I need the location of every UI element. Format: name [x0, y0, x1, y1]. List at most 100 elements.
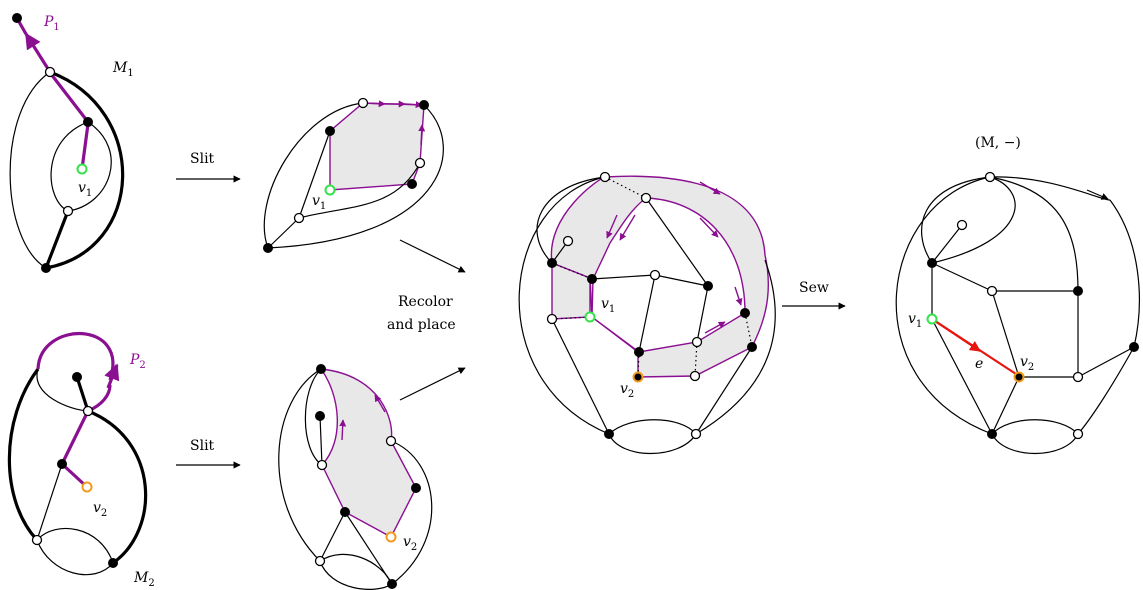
result-v1-label: v1 — [908, 311, 922, 330]
result-black-arrow — [1086, 189, 1109, 200]
combined-dotted-edge — [744, 312, 753, 348]
m1-path-segment-2 — [49, 73, 90, 123]
result-bottom-arc — [991, 419, 1079, 435]
combined-edge — [551, 318, 610, 435]
slit-m2-vertex — [387, 579, 397, 589]
combined-arrow — [606, 214, 618, 239]
combined-arrow — [704, 321, 726, 334]
slit-bottom-label: Slit — [190, 438, 215, 454]
m2-path-arrow — [104, 363, 120, 389]
result-inner-arc — [920, 176, 991, 264]
result-vertex — [1072, 428, 1084, 440]
slit-m1-vertex — [325, 126, 335, 136]
slit-m2-arrow — [339, 419, 347, 441]
result-title: (M, −) — [975, 135, 1021, 151]
result-stub — [931, 224, 963, 264]
combined-arrow — [734, 286, 743, 306]
combined-edge — [696, 285, 709, 343]
slit-map-m2: v2 — [278, 364, 433, 590]
slit-m1-arrow — [418, 124, 426, 146]
m1-thick-right-edge — [45, 70, 125, 270]
m1-outer-left-edge — [9, 71, 51, 269]
m2-vertex — [31, 534, 43, 546]
combined-vertex-v1 — [584, 311, 596, 323]
m2-thick-left-edge — [7, 368, 40, 542]
combined-vertex — [703, 281, 713, 291]
combined-vertex — [599, 171, 611, 183]
m1-inner-left-edge — [50, 121, 89, 212]
m2-thick-stub — [75, 376, 90, 412]
slit-m2-vertex — [411, 483, 421, 493]
sew-label: Sew — [799, 280, 829, 296]
new-edge-e-arrow — [931, 318, 981, 352]
m2-thick-right-edge — [87, 409, 148, 565]
slit-m2-shaded-face — [319, 368, 417, 538]
combined-edge — [645, 197, 709, 287]
combined-edge — [695, 346, 753, 435]
recolor-arrow-bottom — [399, 367, 466, 401]
map-m1: P1 M1 v1 — [9, 13, 134, 273]
slit-m2-inner-left — [304, 368, 323, 466]
result-edge — [991, 376, 1020, 435]
slit-top-label: Slit — [190, 151, 215, 167]
combined-outer-left — [518, 176, 610, 435]
combined-vertex — [547, 258, 557, 268]
m2-vertex — [72, 372, 82, 382]
result-vertex — [956, 219, 968, 231]
m1-vertex-v1 — [76, 163, 88, 175]
slit-map-m1: v1 — [263, 97, 444, 253]
slit-m1-vertex — [293, 212, 305, 224]
slit-m2-vertex-v2 — [385, 531, 397, 543]
m2-vertex — [57, 459, 67, 469]
result-vertex-v1 — [926, 313, 938, 325]
combined-arrow — [699, 181, 721, 195]
slit-m2-outer-left — [278, 368, 322, 562]
slit-m2-bottom-arc — [319, 553, 393, 585]
result-vertex — [1129, 342, 1139, 352]
m1-vertex — [83, 117, 93, 127]
result-edge — [931, 318, 993, 435]
slit-m2-stub — [319, 415, 323, 466]
m2-vertex-v2 — [81, 481, 93, 493]
slit-m1-vertex-v1 — [324, 184, 336, 196]
slit-m2-outer-right — [390, 440, 433, 585]
result-vertex — [984, 171, 996, 183]
m1-label: M1 — [112, 60, 134, 79]
m2-vertex — [82, 405, 94, 417]
m1-vertex-root — [12, 13, 22, 23]
result-vertex-v2 — [1013, 371, 1025, 383]
result-vertex — [1073, 286, 1083, 296]
m2-path-segment — [60, 410, 90, 465]
combined-edge — [638, 274, 656, 353]
combined-edge — [654, 274, 709, 287]
m1-vertex — [41, 263, 51, 273]
combined-arrow — [699, 217, 719, 238]
combined-outer-inner-arc — [536, 176, 606, 264]
map-m2: P2 v2 M2 — [7, 331, 155, 589]
recolor-label-line1: Recolor — [398, 294, 453, 310]
combined-vertex — [604, 429, 614, 439]
combined-dotted-edge — [694, 341, 698, 377]
result-outer-right-top — [1109, 199, 1140, 348]
combined-vertex — [634, 347, 644, 357]
slit-m2-vertex — [316, 364, 326, 374]
result-vertex — [1072, 371, 1084, 383]
slit-m2-vertex — [385, 435, 397, 447]
v2-label: v2 — [93, 500, 107, 519]
combined-dotted-edge — [551, 316, 591, 320]
combined-v2-label: v2 — [620, 381, 634, 400]
result-edge — [991, 290, 1020, 378]
result-vertex — [987, 429, 997, 439]
combined-bottom-arc-low — [608, 433, 697, 454]
m2-vertex — [108, 558, 118, 568]
result-map: (M, −) v1 v2 e — [895, 135, 1140, 454]
combined-edge — [591, 274, 656, 280]
slit-m2-vertex — [316, 459, 328, 471]
result-v2-label: v2 — [1020, 354, 1034, 373]
combined-bottom-arc — [608, 419, 697, 435]
combined-vertex — [740, 308, 750, 318]
v1-label: v1 — [78, 180, 92, 199]
m2-path-segment — [60, 462, 89, 489]
m2-path-loop — [36, 331, 115, 381]
